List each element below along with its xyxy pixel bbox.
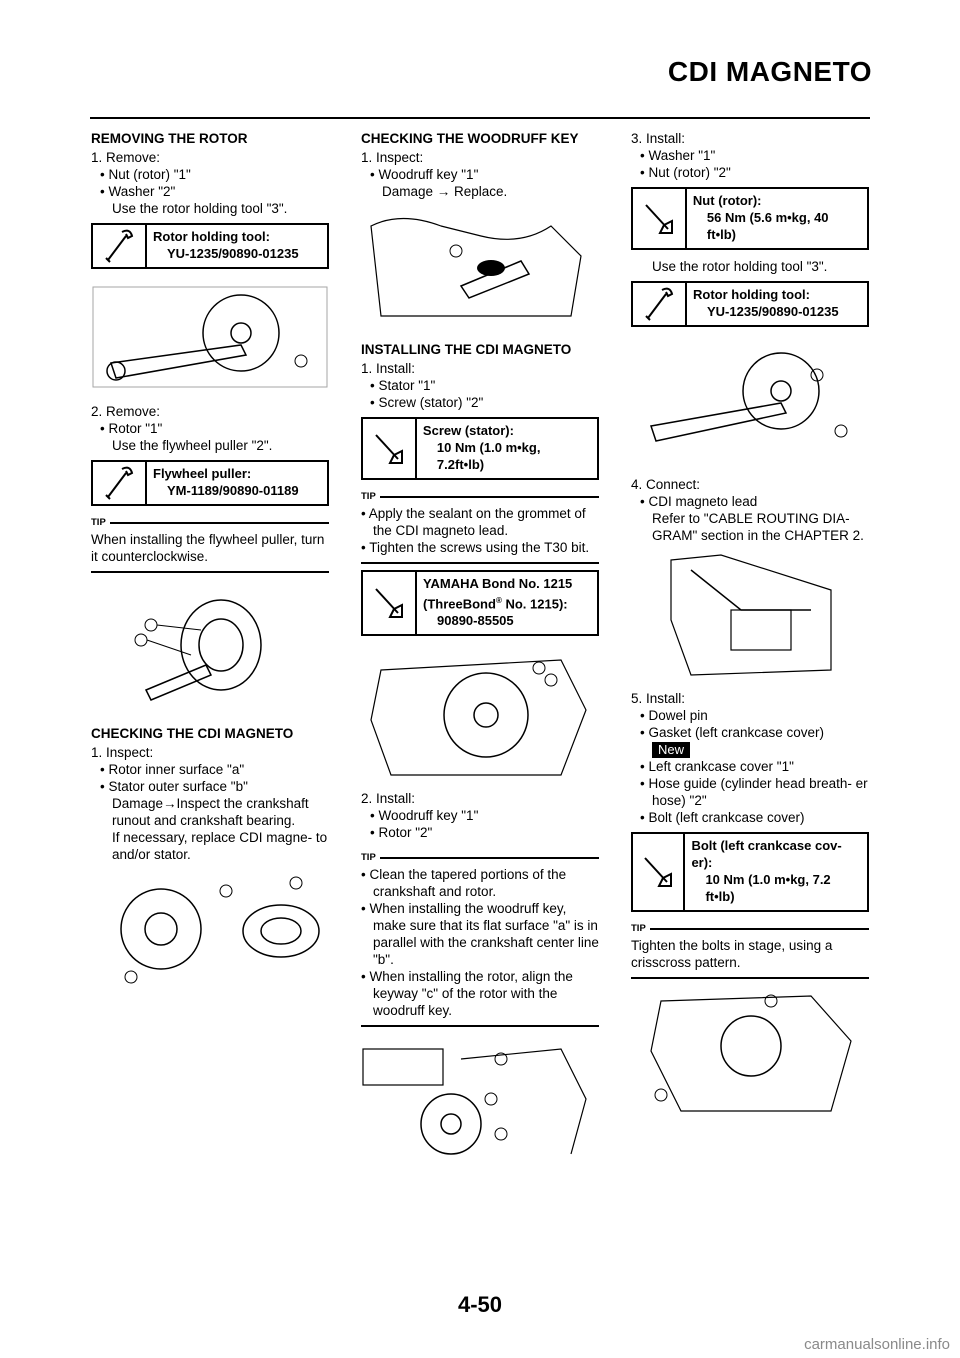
- tip-text: • Clean the tapered portions of the cran…: [361, 867, 567, 900]
- bullet: • Gasket (left crankcase cover): [640, 725, 825, 740]
- spec-box-flywheel-puller: Flywheel puller: YM-1189/90890-01189: [91, 460, 329, 506]
- spec-value: 90890-85505: [437, 613, 514, 629]
- watermark: carmanualsonline.info: [804, 1336, 950, 1353]
- rotor-nut-figure: [650, 352, 848, 442]
- tip-text: • Tighten the screws using the T30 bit.: [361, 540, 590, 555]
- section-heading: INSTALLING THE CDI MAGNETO: [361, 342, 572, 357]
- bullet: • Nut (rotor) "1": [100, 167, 191, 182]
- new-part-badge: New: [652, 742, 691, 758]
- spec-title: Bolt (left crankcase cov- er):: [691, 838, 842, 870]
- flywheel-puller-figure: [134, 599, 262, 701]
- spec-title: Rotor holding tool:: [153, 229, 270, 244]
- step: 1. Inspect:: [91, 745, 154, 760]
- column-2: CHECKING THE WOODRUFF KEY 1. Inspect: • …: [361, 130, 599, 1174]
- spec-box-rotor-holding-tool: Rotor holding tool: YU-1235/90890-01235: [91, 223, 329, 269]
- bullet: • Hose guide (cylinder head breath- er h…: [640, 776, 868, 808]
- column-3: 3. Install: • Washer "1" • Nut (rotor) "…: [631, 130, 869, 1126]
- spec-box-nut-rotor: Nut (rotor): 56 Nm (5.6 m•kg, 40 ft•lb): [631, 187, 869, 250]
- spec-value: 10 Nm (1.0 m•kg, 7.2ft•lb): [436, 440, 541, 472]
- tip-label: TIP: [361, 852, 376, 864]
- tip-text: Tighten the bolts in stage, using a cris…: [631, 938, 833, 970]
- bullet: • Stator "1": [370, 378, 436, 393]
- woodruff-rotor-figure: [362, 1048, 587, 1156]
- torque-icon: [633, 189, 687, 248]
- spec-box-bolt-crankcase: Bolt (left crankcase cov- er):10 Nm (1.0…: [631, 832, 869, 912]
- spec-value: 10 Nm (1.0 m•kg, 7.2 ft•lb): [705, 872, 831, 904]
- tool-icon: [93, 462, 147, 504]
- bullet: • Woodruff key "1": [370, 808, 479, 824]
- tool-icon: [93, 225, 147, 267]
- bullet: • Washer "1": [640, 148, 716, 163]
- tip-label: TIP: [91, 517, 106, 528]
- page-number: 4-50: [457, 1292, 503, 1317]
- cable-routing-figure: [670, 554, 832, 676]
- note: Damage→Inspect the crankshaft runout and…: [112, 796, 309, 828]
- tip-text: • When installing the woodruff key, make…: [361, 901, 599, 968]
- spec-box-screw-stator: Screw (stator): 10 Nm (1.0 m•kg, 7.2ft•lb…: [361, 417, 599, 480]
- tip-text: • When installing the rotor, align the k…: [361, 969, 573, 1019]
- spec-value: 56 Nm (5.6 m•kg, 40 ft•lb): [706, 210, 829, 242]
- section-heading: CHECKING THE CDI MAGNETO: [91, 726, 294, 741]
- spec-title: Flywheel puller:: [153, 466, 252, 481]
- bullet: • Dowel pin: [640, 708, 708, 723]
- page-title: CDI MAGNETO: [667, 56, 872, 87]
- step: 1. Remove:: [91, 150, 161, 165]
- bullet: • Woodruff key "1": [370, 167, 479, 182]
- step: 1. Install:: [361, 361, 416, 376]
- bullet: • Bolt (left crankcase cover): [640, 810, 805, 825]
- tip-box: TIP Tighten the bolts in stage, using a …: [631, 920, 869, 979]
- note: If necessary, replace CDI magne- to and/…: [112, 830, 328, 862]
- note: Use the rotor holding tool "3".: [652, 259, 828, 274]
- spec-title: Rotor holding tool:: [693, 287, 810, 302]
- spec-box-yamaha-bond: YAMAHA Bond No. 1215 (ThreeBond® No. 121…: [361, 570, 599, 637]
- tip-box: TIP • Apply the sealant on the grommet o…: [361, 488, 599, 564]
- note: Damage → Replace.: [382, 184, 508, 199]
- tip-text: When installing the flywheel puller, tur…: [91, 532, 325, 564]
- crankcase-cover-figure: [650, 994, 852, 1112]
- tool-icon: [633, 283, 687, 325]
- header-rule: [90, 117, 870, 119]
- spec-subtitle: (ThreeBond® No. 1215):: [423, 596, 568, 612]
- note: Use the rotor holding tool "3".: [112, 201, 288, 216]
- tip-label: TIP: [631, 923, 646, 934]
- sealant-icon: [363, 572, 417, 635]
- bullet: • Rotor "2": [370, 825, 433, 841]
- spec-value: YM-1189/90890-01189: [167, 483, 299, 498]
- tip-label: TIP: [361, 491, 376, 502]
- tip-box: TIP • Clean the tapered portions of the …: [361, 849, 599, 1028]
- torque-icon: [633, 834, 686, 910]
- spec-value: YU-1235/90890-01235: [167, 246, 299, 261]
- step: 2. Install:: [361, 791, 416, 807]
- section-heading: CHECKING THE WOODRUFF KEY: [361, 131, 579, 146]
- step: 5. Install:: [631, 691, 686, 706]
- bullet: • Rotor inner surface "a": [100, 762, 245, 777]
- bullet: • Rotor "1": [100, 421, 163, 436]
- rotor-holding-figure: [92, 286, 328, 388]
- step: 4. Connect:: [631, 477, 701, 492]
- bullet: • Screw (stator) "2": [370, 395, 484, 410]
- bullet: • Left crankcase cover "1": [640, 759, 794, 774]
- bullet: • Washer "2": [100, 184, 176, 199]
- tip-text: • Apply the sealant on the grommet of th…: [361, 506, 586, 538]
- spec-value: YU-1235/90890-01235: [707, 304, 839, 319]
- magneto-inspection-figure: [120, 876, 320, 984]
- step: 1. Inspect:: [361, 150, 424, 165]
- bullet: • Nut (rotor) "2": [640, 165, 731, 180]
- note: Refer to "CABLE ROUTING DIA- GRAM" secti…: [652, 511, 864, 543]
- bullet: • CDI magneto lead: [640, 494, 758, 509]
- spec-box-rotor-holding-tool: Rotor holding tool: YU-1235/90890-01235: [631, 281, 869, 327]
- section-heading: REMOVING THE ROTOR: [91, 131, 248, 146]
- woodruff-key-figure: [370, 217, 582, 317]
- spec-title: Screw (stator):: [422, 423, 514, 438]
- spec-title: Nut (rotor):: [692, 193, 762, 208]
- tip-box: TIP When installing the flywheel puller,…: [91, 514, 329, 573]
- spec-title: YAMAHA Bond No. 1215: [423, 576, 573, 591]
- torque-icon: [363, 419, 417, 478]
- step: 2. Remove:: [91, 404, 161, 419]
- bullet: • Stator outer surface "b": [100, 779, 248, 794]
- step: 3. Install:: [631, 131, 686, 146]
- stator-install-figure: [370, 659, 587, 776]
- column-1: REMOVING THE ROTOR 1. Remove: • Nut (rot…: [91, 130, 329, 999]
- note: Use the flywheel puller "2".: [112, 438, 273, 453]
